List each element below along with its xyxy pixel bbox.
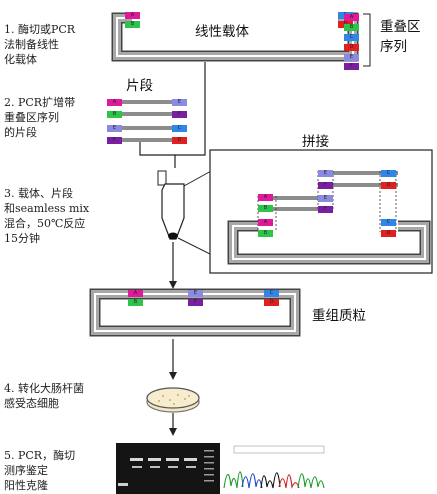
step2-text: 2. PCR扩增带 重叠区序列 的片段 <box>4 96 76 139</box>
legend-bracket <box>363 13 371 67</box>
step1-text: 1. 酶切或PCR 法制备线性 化载体 <box>4 23 76 66</box>
overlap-segment-b: B <box>258 230 273 237</box>
overlap-segment-f: F <box>188 299 203 306</box>
fragments-label: 片段 <box>126 78 153 94</box>
overlap-segment-d: D <box>381 182 396 189</box>
overlap-segment-f: F <box>318 182 333 189</box>
petri-dish-icon <box>146 387 200 413</box>
overlap-segment-c: C <box>381 170 396 177</box>
overlap-segment-f: F <box>172 111 187 118</box>
overlap-segment-e: E <box>188 290 203 297</box>
overlap-segment-c: C <box>381 219 396 226</box>
overlap-segment-a: A <box>344 14 359 21</box>
overlap-segment-b: B <box>344 24 359 31</box>
flow-line-vector <box>174 62 206 168</box>
overlap-segment-f: F <box>344 63 359 70</box>
overlap-segment-b: B <box>128 299 143 306</box>
overlap-segment-d: D <box>172 137 187 144</box>
step4-text: 4. 转化大肠杆菌 感受态细胞 <box>4 382 84 410</box>
step5-text: 5. PCR，酶切 测序鉴定 阳性克隆 <box>4 449 76 492</box>
overlap-segment-b: B <box>125 21 140 28</box>
overlap-segment-e: E <box>107 125 122 132</box>
fragment-bars <box>107 100 187 142</box>
overlap-segment-a: A <box>125 12 140 19</box>
overlap-segment-a: A <box>258 194 273 201</box>
overlap-segment-b: B <box>107 111 122 118</box>
overlap-segment-f: F <box>318 206 333 213</box>
splice-fragments <box>257 171 398 232</box>
overlap-segment-c: C <box>172 125 187 132</box>
overlap-segment-d: D <box>344 44 359 51</box>
overlap-legend-label: 重叠区 序列 <box>380 19 421 55</box>
splice-label: 拼接 <box>302 134 329 150</box>
overlap-segment-f: F <box>107 137 122 144</box>
overlap-segment-e: E <box>318 170 333 177</box>
overlap-segment-e: E <box>172 99 187 106</box>
overlap-segment-a: A <box>107 99 122 106</box>
sequencing-chromatogram <box>223 445 325 490</box>
flow-line-fragments <box>139 140 175 156</box>
overlap-segment-a: A <box>258 219 273 226</box>
overlap-segment-a: A <box>128 290 143 297</box>
linear-vector-label: 线性载体 <box>195 24 249 40</box>
overlap-segment-c: C <box>264 290 279 297</box>
overlap-segment-d: D <box>381 230 396 237</box>
recombinant-label: 重组质粒 <box>312 308 366 324</box>
overlap-segment-e: E <box>318 195 333 202</box>
gel-image <box>116 443 220 494</box>
tube-icon <box>157 170 185 240</box>
splice-vector-shape <box>227 220 431 265</box>
step3-text: 3. 载体、片段 和seamless mix 混合，50℃反应 15分钟 <box>4 187 90 245</box>
overlap-segment-e: E <box>344 54 359 61</box>
overlap-segment-c: C <box>344 34 359 41</box>
overlap-segment-b: B <box>258 205 273 212</box>
overlap-segment-d: D <box>264 299 279 306</box>
